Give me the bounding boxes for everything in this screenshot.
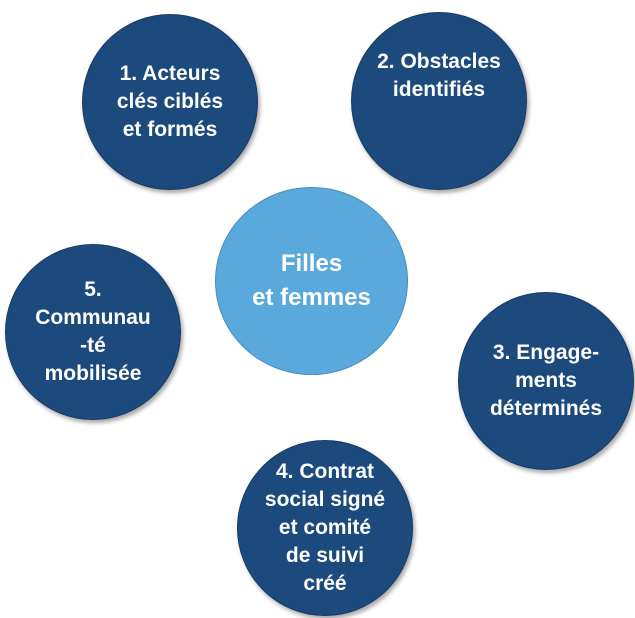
node-label: Communau (35, 306, 151, 329)
node-label: et formés (122, 118, 218, 141)
node-contrat: 4. Contrat social signé et comité de sui… (237, 440, 413, 616)
node-label: et comité (278, 516, 372, 539)
center-label: et femmes (252, 284, 371, 311)
node-label: social signé (264, 488, 386, 511)
center-label: Filles (280, 250, 343, 277)
node-engagements: 3. Engage- ments déterminés (458, 292, 634, 470)
node-label: -té (80, 334, 106, 357)
node-label: 4. Contrat (275, 460, 374, 483)
node-label: identifiés (392, 78, 486, 101)
node-label: clés ciblés (116, 90, 224, 113)
node-label: ments (515, 369, 577, 392)
node-label: créé (303, 572, 347, 595)
node-label: déterminés (489, 397, 603, 420)
node-label: de suivi (285, 544, 365, 567)
node-label: 5. (84, 278, 102, 301)
center-node-filles-femmes: Filles et femmes (215, 187, 408, 375)
node-acteurs: 1. Acteurs clés ciblés et formés (82, 14, 258, 190)
node-label: 1. Acteurs (119, 62, 221, 85)
node-label: 3. Engage- (492, 341, 600, 364)
node-communaute: 5. Communau -té mobilisée (5, 244, 181, 420)
node-obstacles: 2. Obstacles identifiés (351, 12, 527, 190)
node-label: mobilisée (44, 362, 142, 385)
node-label: 2. Obstacles (377, 50, 501, 73)
